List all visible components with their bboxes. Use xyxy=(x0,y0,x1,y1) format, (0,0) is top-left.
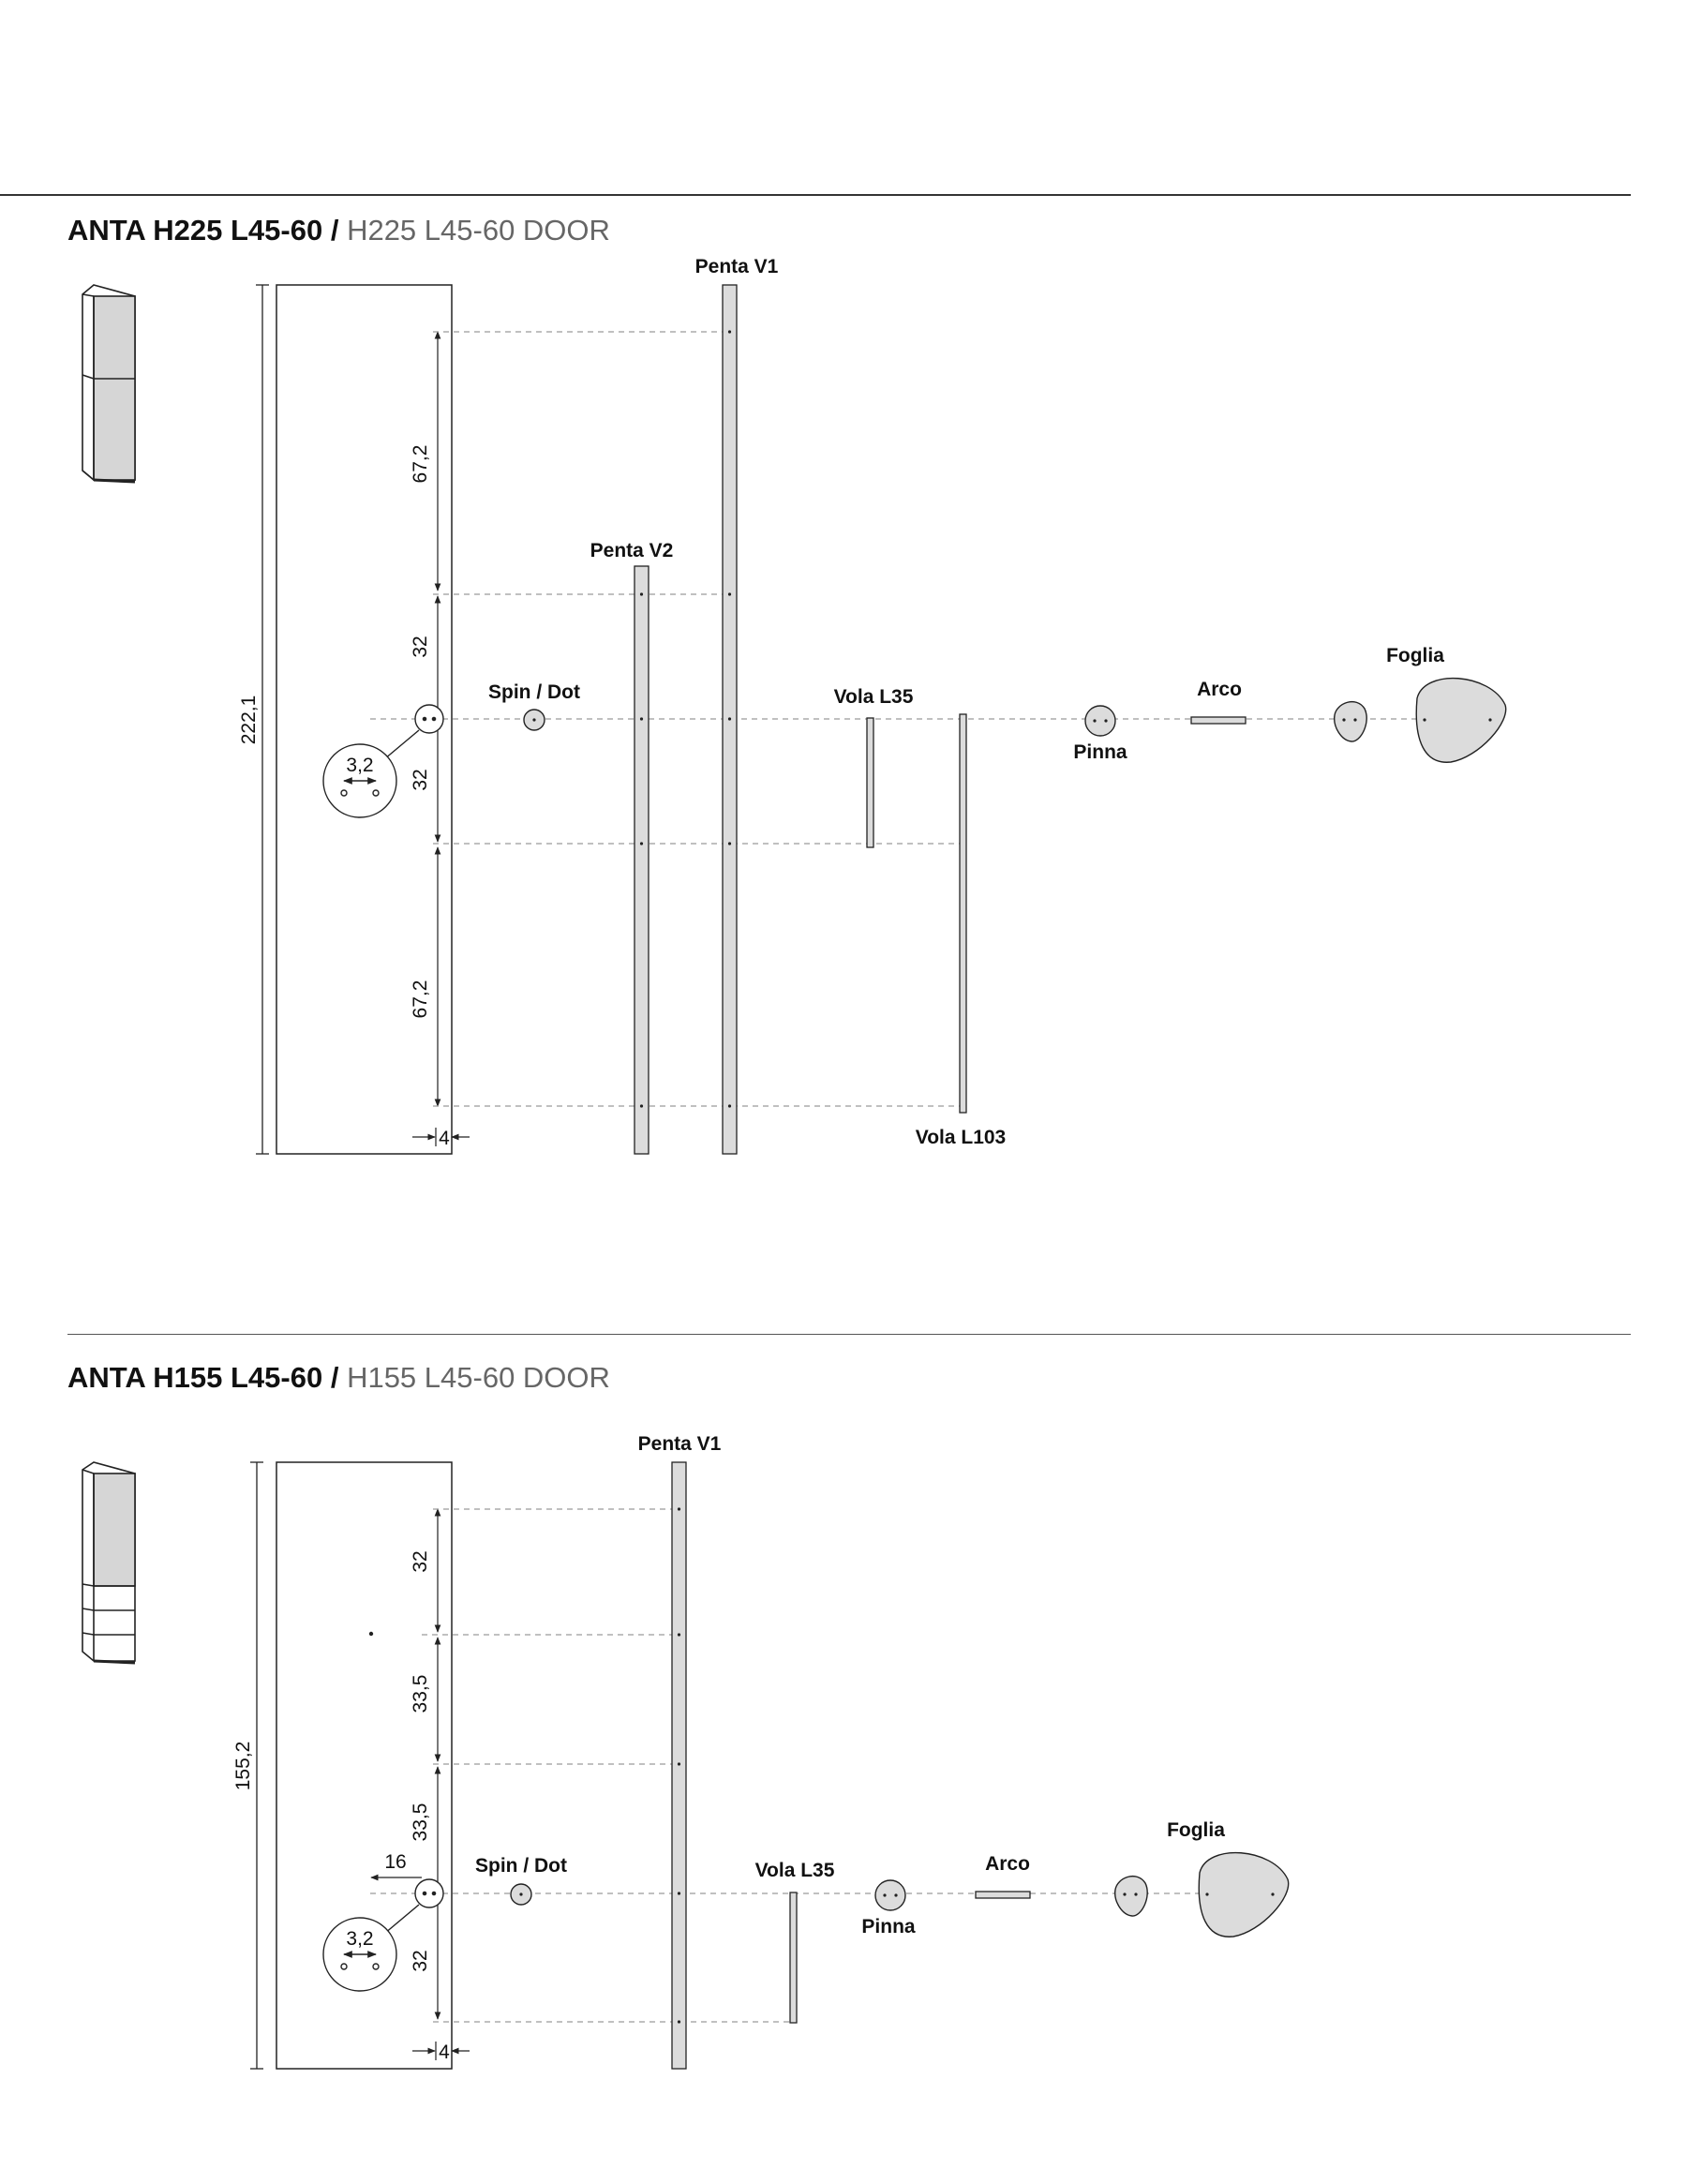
hole-detail xyxy=(322,704,444,818)
title-sub: H225 L45-60 DOOR xyxy=(347,214,610,247)
pinna-hole xyxy=(1104,719,1108,723)
spin-dot-hole xyxy=(532,718,536,722)
foglia-small-hole xyxy=(1353,718,1357,722)
section-title-h155: ANTA H155 L45-60 / H155 L45-60 DOOR xyxy=(67,1361,610,1395)
height-dimension: 155,2 xyxy=(232,1461,263,2070)
pinna-hole xyxy=(1093,719,1097,723)
label-foglia: Foglia xyxy=(1167,1819,1225,1841)
dim-hole-spacing: 3,2 xyxy=(346,755,373,776)
pinna-knob xyxy=(1084,705,1116,737)
door-panel xyxy=(276,1461,453,2070)
label-vola-l103: Vola L103 xyxy=(916,1127,1007,1148)
offset-dimension xyxy=(368,1631,422,1881)
title-sub: H155 L45-60 DOOR xyxy=(347,1361,610,1394)
penta-v2-holes xyxy=(639,592,644,1108)
foglia-small-hole xyxy=(1123,1892,1127,1896)
height-dim-label: 155,2 xyxy=(232,1742,254,1791)
height-dim-label: 222,1 xyxy=(238,696,260,745)
label-vola-l35: Vola L35 xyxy=(755,1860,835,1881)
pinna-knob xyxy=(874,1879,906,1911)
dim-top: 32 xyxy=(410,1550,431,1572)
foglia-large-hole xyxy=(1205,1892,1209,1896)
spin-dot-hole xyxy=(519,1892,523,1896)
title-bold: ANTA H155 L45-60 / xyxy=(67,1361,339,1394)
penta-v1-holes xyxy=(677,1507,681,2024)
title-bold: ANTA H225 L45-60 / xyxy=(67,214,339,247)
dim-upper: 67,2 xyxy=(410,445,431,484)
pinna-hole xyxy=(894,1893,898,1897)
guide-lines xyxy=(370,331,1490,1107)
dim-edge: 4 xyxy=(439,1128,450,1149)
dim-offset: 16 xyxy=(384,1851,406,1873)
dim-edge: 4 xyxy=(439,2042,450,2063)
section-title-h225: ANTA H225 L45-60 / H225 L45-60 DOOR xyxy=(67,214,610,247)
label-pinna: Pinna xyxy=(861,1916,915,1937)
dim-mid-bottom: 32 xyxy=(410,769,431,790)
foglia-small-hole xyxy=(1134,1892,1138,1896)
dim-hole-spacing: 3,2 xyxy=(346,1928,373,1950)
foglia-large-hole xyxy=(1488,718,1492,722)
cabinet-thumbnail-icon xyxy=(82,284,136,484)
penta-v2-handle xyxy=(634,565,649,1155)
dim-lower: 67,2 xyxy=(410,980,431,1019)
foglia-large-hole xyxy=(1423,718,1426,722)
dim-mid-bottom: 33,5 xyxy=(410,1803,431,1842)
arco-handle xyxy=(975,1891,1031,1899)
top-divider xyxy=(0,194,1631,196)
cabinet-thumbnail-icon xyxy=(82,1461,136,1665)
label-penta-v1: Penta V1 xyxy=(695,256,779,277)
pinna-hole xyxy=(883,1893,887,1897)
label-foglia: Foglia xyxy=(1386,645,1444,666)
vola-l103-handle xyxy=(959,713,967,1114)
label-arco: Arco xyxy=(985,1853,1030,1875)
label-arco: Arco xyxy=(1197,679,1242,700)
dim-mid-top: 33,5 xyxy=(410,1675,431,1713)
label-spin-dot: Spin / Dot xyxy=(475,1855,567,1877)
arco-handle xyxy=(1190,716,1247,725)
foglia-small-knob xyxy=(1114,1875,1148,1917)
label-penta-v1: Penta V1 xyxy=(638,1433,722,1455)
dim-lower: 32 xyxy=(410,1950,431,1971)
label-pinna: Pinna xyxy=(1073,741,1127,763)
foglia-small-hole xyxy=(1342,718,1346,722)
foglia-large-knob xyxy=(1198,1851,1290,1937)
section-h155: 155,2 32 33,5 33,5 32 16 4 xyxy=(82,1433,1290,2070)
dim-mid-top: 32 xyxy=(410,636,431,657)
door-panel xyxy=(276,284,453,1155)
foglia-small-knob xyxy=(1334,700,1367,742)
guide-lines xyxy=(370,1508,1284,2023)
label-vola-l35: Vola L35 xyxy=(834,686,914,708)
penta-v1-holes xyxy=(727,330,732,1108)
section-h225: 222,1 67,2 32 32 67,2 4 xyxy=(82,256,1507,1155)
vola-l35-handle xyxy=(789,1892,798,2024)
label-penta-v2: Penta V2 xyxy=(590,540,674,561)
edge-dimension xyxy=(412,2042,470,2060)
edge-dimension xyxy=(412,1128,470,1146)
middle-divider xyxy=(67,1334,1631,1335)
label-spin-dot: Spin / Dot xyxy=(488,681,580,703)
hole-detail xyxy=(322,1878,444,1992)
height-dimension: 222,1 xyxy=(238,284,269,1155)
vola-l35-handle xyxy=(866,717,874,848)
foglia-large-hole xyxy=(1271,1892,1275,1896)
foglia-large-knob xyxy=(1415,677,1507,763)
